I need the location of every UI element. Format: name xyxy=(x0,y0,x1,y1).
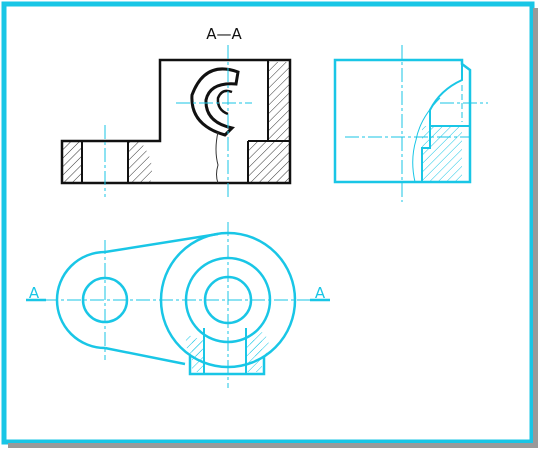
frame-border xyxy=(1,1,535,445)
side-view xyxy=(333,45,488,202)
hatch-left-boss xyxy=(128,141,153,183)
hatch-left-end xyxy=(62,141,82,183)
hatch-right-wall xyxy=(268,62,290,182)
top-body-outline xyxy=(104,232,219,366)
frame-shadow-bottom xyxy=(8,443,538,448)
cut-label-left: A xyxy=(29,284,40,302)
top-view xyxy=(26,222,330,388)
top-slot-outline xyxy=(188,356,266,376)
side-break-curve xyxy=(412,97,441,183)
c-shape-hole xyxy=(190,67,240,137)
cut-label-right: A xyxy=(315,284,326,302)
frame-shadow xyxy=(533,8,538,446)
section-view-a-a xyxy=(60,45,292,197)
section-title: A—A xyxy=(206,25,242,43)
top-hatch-slot-left xyxy=(192,340,204,372)
break-line xyxy=(215,131,219,184)
hatch-lower-right xyxy=(248,141,268,183)
side-outline xyxy=(333,58,472,184)
c-shape-inner xyxy=(216,89,233,116)
top-hatch-slot-right xyxy=(246,340,262,372)
section-outline xyxy=(60,58,292,185)
side-hatch xyxy=(422,126,462,182)
